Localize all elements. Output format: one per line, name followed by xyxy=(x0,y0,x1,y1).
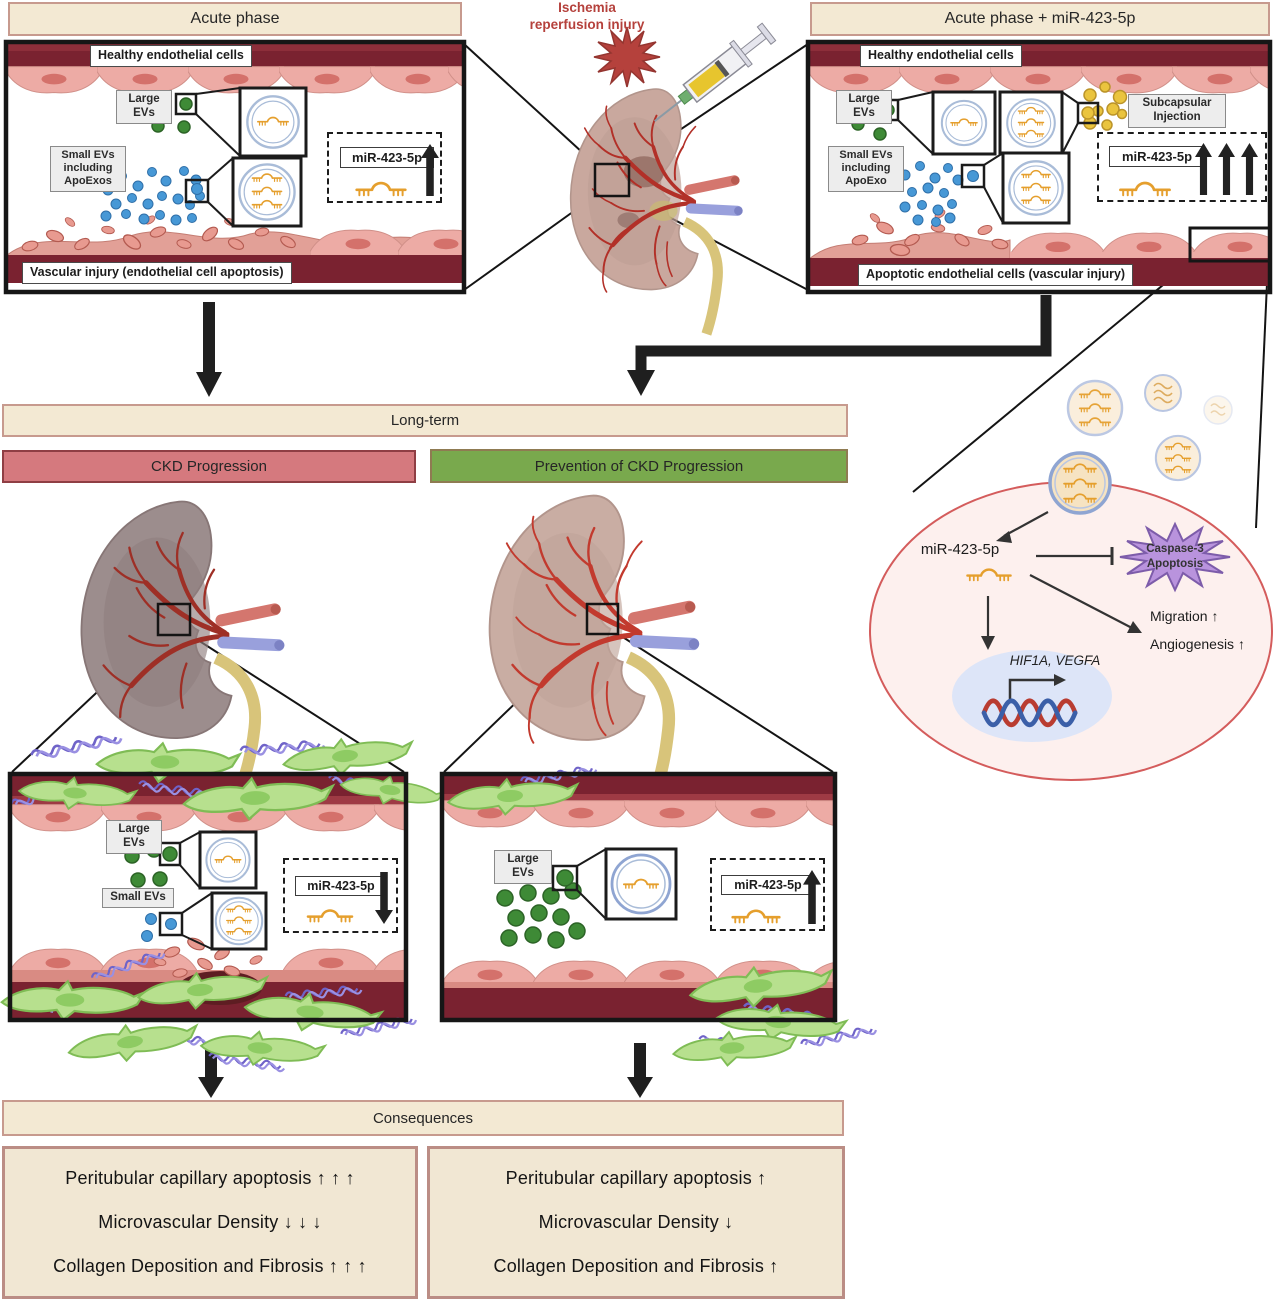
mir-label: miR-423-5p xyxy=(1109,146,1205,167)
apoptotic-debris xyxy=(153,935,264,979)
angiogenesis-label: Angiogenesis ↑ xyxy=(1150,636,1245,652)
mirna-hairpin-icon xyxy=(1117,178,1173,198)
ckd-progression-banner: CKD Progression xyxy=(2,450,416,483)
small-evs-label: Small EVs xyxy=(102,888,174,908)
outcome-row: Microvascular Density ↓ xyxy=(538,1211,734,1232)
injected-evs-yellow xyxy=(1081,81,1128,131)
large-evs-label: Large EVs xyxy=(116,90,172,124)
kidney-zoom-box xyxy=(585,602,620,636)
acute-mir-header: Acute phase + miR-423-5p xyxy=(810,2,1270,36)
outcome-row: Collagen Deposition and Fibrosis ↑ ↑ ↑ xyxy=(53,1255,367,1276)
mir-label: miR-423-5p xyxy=(340,147,434,168)
ckd-kidney xyxy=(80,500,285,788)
migration-label: Migration ↑ xyxy=(1150,608,1219,624)
kidney-zoom-box xyxy=(593,162,631,198)
small-evs-blue xyxy=(141,913,177,942)
small-ev-vesicle-inset xyxy=(239,164,294,219)
mirna-hairpin-icon xyxy=(730,906,782,925)
ckd-progression-label: CKD Progression xyxy=(151,458,267,475)
prevention-label: Prevention of CKD Progression xyxy=(534,457,744,475)
injured-kidney xyxy=(569,88,743,336)
dna-helix-icon xyxy=(981,698,1078,728)
cell-mechanism-art xyxy=(869,374,1273,781)
outcome-row: Collagen Deposition and Fibrosis ↑ xyxy=(493,1255,779,1276)
large-evs-label: Large EVs xyxy=(106,820,162,854)
mirna-hairpin-icon xyxy=(966,568,1012,582)
kidney-zoom-box xyxy=(156,602,192,637)
target-genes-label: HIF1A, VEGFA xyxy=(1009,653,1101,668)
apoptotic-debris xyxy=(20,213,298,253)
mir-label: miR-423-5p xyxy=(721,875,815,895)
consequences-banner: Consequences xyxy=(2,1100,844,1136)
apoptotic-debris xyxy=(850,207,1010,258)
mir-level-box: miR-423-5p xyxy=(710,858,825,931)
subcapsular-injection-label: Subcapsular Injection xyxy=(1128,94,1226,128)
long-term-label: Long-term xyxy=(390,412,460,429)
small-evs-blue xyxy=(899,161,979,227)
small-evs-label: Small EVs including ApoExos xyxy=(50,146,126,192)
vascular-injury-label: Vascular injury (endothelial cell apopto… xyxy=(22,262,292,284)
mirna-hairpin-icon xyxy=(305,906,355,924)
large-evs-label: Large EVs xyxy=(494,850,552,884)
cell-oval xyxy=(869,481,1273,781)
mir-label: miR-423-5p xyxy=(295,876,387,896)
large-ev-vesicle-inset xyxy=(247,96,298,147)
up-arrow-icon xyxy=(1241,143,1258,195)
long-term-banner: Long-term xyxy=(2,404,848,437)
mir-level-box: miR-423-5p xyxy=(1097,132,1267,202)
endothelium-zoomout-box xyxy=(1188,226,1272,263)
acute-phase-header: Acute phase xyxy=(8,2,462,36)
caspase-line1: Caspase-3 xyxy=(1146,543,1204,555)
outcome-row: Microvascular Density ↓ ↓ ↓ xyxy=(98,1211,322,1232)
caspase-apoptosis-label: Caspase-3 Apoptosis xyxy=(1130,542,1220,572)
prevention-micro-art xyxy=(442,774,835,1020)
large-evs-label: Large EVs xyxy=(836,90,892,124)
ischemia-label: Ischemia reperfusion injury xyxy=(529,0,645,32)
syringe-icon xyxy=(654,22,777,122)
prevention-banner: Prevention of CKD Progression xyxy=(430,449,848,483)
acute-phase-title: Acute phase xyxy=(190,10,280,27)
outcome-row: Peritubular capillary apoptosis ↑ ↑ ↑ xyxy=(65,1168,355,1189)
up-arrow-icon xyxy=(1218,143,1235,195)
prevention-consequences-box: Peritubular capillary apoptosis ↑ Microv… xyxy=(427,1146,845,1299)
small-evs-label: Small EVs including ApoExo xyxy=(828,146,904,192)
mir-level-box: miR-423-5p xyxy=(327,132,442,203)
protected-kidney xyxy=(488,494,700,795)
acute-mir-title: Acute phase + miR-423-5p xyxy=(944,10,1136,27)
ckd-micro-art xyxy=(10,774,406,1020)
ckd-consequences-box: Peritubular capillary apoptosis ↑ ↑ ↑ Mi… xyxy=(2,1146,418,1299)
cell-mir-label: miR-423-5p xyxy=(920,541,1000,558)
consequences-label: Consequences xyxy=(372,1109,474,1127)
apoptotic-endothelial-label: Apoptotic endothelial cells (vascular in… xyxy=(858,264,1134,286)
mir-level-box: miR-423-5p xyxy=(283,858,398,933)
healthy-endothelial-label: Healthy endothelial cells xyxy=(860,45,1022,67)
mirna-hairpin-icon xyxy=(354,178,408,198)
caspase-line2: Apoptosis xyxy=(1146,557,1204,570)
injury-starburst-icon xyxy=(593,26,661,88)
healthy-endothelial-label: Healthy endothelial cells xyxy=(90,45,252,67)
outcome-row: Peritubular capillary apoptosis ↑ xyxy=(505,1168,767,1189)
